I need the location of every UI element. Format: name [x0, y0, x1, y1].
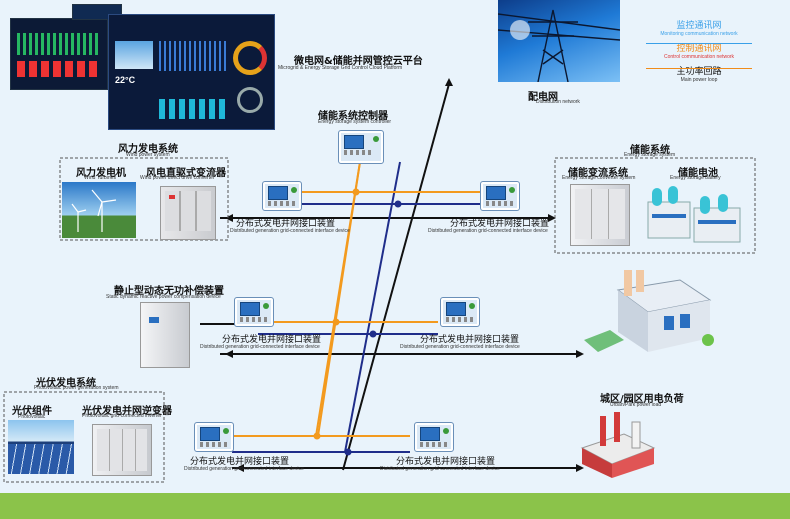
storage-battery-image: [644, 182, 744, 244]
svg-comp-title: 静止型动态无功补偿装置: [114, 286, 224, 297]
legend-control-line: [646, 68, 752, 69]
temperature-readout: 22°C: [115, 75, 136, 85]
pv-inverter-subtitle: Photovoltaic grid-connected inverter: [82, 413, 162, 419]
interface-device-wind: [262, 181, 302, 211]
distribution-tower-image: [498, 0, 620, 82]
interface-device-storage-label: 分布式发电并网接口装置: [450, 219, 550, 229]
storage-subtitle: Energy storage system: [624, 152, 676, 158]
interface-device-urban-sub: Distributed generation grid-connected in…: [380, 466, 500, 472]
distribution-subtitle: Distribution network: [536, 99, 580, 105]
interface-device-pv-label: 分布式发电并网接口装置: [190, 457, 290, 467]
urban-load-image: [574, 408, 658, 478]
pv-inverter-title: 光伏发电并网逆变器: [82, 406, 172, 417]
legend-power-sub: Main power loop: [680, 77, 718, 83]
wind-converter-title: 风电直驱式变流器: [146, 168, 226, 179]
storage-battery-title: 储能电池: [678, 168, 718, 179]
dashboard-screen-back: [10, 18, 108, 90]
wind-turbine-title: 风力发电机: [76, 168, 126, 179]
controller-device: [338, 130, 384, 164]
svg-comp-subtitle: Static dynamic reactive power compensati…: [106, 294, 221, 300]
interface-device-pv-sub: Distributed generation grid-connected in…: [184, 466, 304, 472]
wind-turbine-subtitle: Wind Turbines: [84, 175, 116, 181]
pv-module-subtitle: Photovoltaic: [18, 414, 46, 420]
dashboard-screen-main: 22°C: [108, 14, 275, 130]
platform-title: 微电网&储能并网管控云平台: [294, 56, 423, 67]
legend-monitoring-sub: Monitoring communication network: [660, 31, 738, 37]
wind-converter-image: [160, 186, 216, 240]
storage-converter-title: 储能变流系统: [568, 168, 628, 179]
pv-title: 光伏发电系统: [36, 378, 96, 389]
controller-title: 储能系统控制器: [318, 111, 388, 122]
park-load-image: [584, 270, 720, 360]
pv-module-title: 光伏组件: [12, 406, 52, 417]
interface-device-urban: [414, 422, 454, 452]
storage-title: 储能系统: [630, 145, 670, 156]
interface-device-wind-sub: Distributed generation grid-connected in…: [230, 228, 350, 234]
interface-device-storage: [480, 181, 520, 211]
legend: 监控通讯网 Monitoring communication network 控…: [640, 18, 758, 83]
wind-subtitle: Wind power system: [126, 152, 170, 158]
pv-panel-image: [8, 420, 74, 474]
pv-subtitle: Photovoltaic power generation system: [34, 385, 119, 391]
interface-device-svg: [234, 297, 274, 327]
pv-inverter-image: [92, 424, 152, 476]
legend-monitoring-line: [646, 43, 752, 44]
legend-control-sub: Control communication network: [663, 54, 735, 60]
distribution-title: 配电网: [528, 92, 558, 103]
interface-device-urban-label: 分布式发电并网接口装置: [396, 457, 496, 467]
wind-converter-subtitle: Wind power direct drive converter: [140, 175, 215, 181]
legend-power-label: 主功率回路: [676, 67, 722, 77]
load-subtitle: Urban/Park power load: [610, 402, 662, 408]
interface-device-storage-sub: Distributed generation grid-connected in…: [428, 228, 548, 234]
interface-device-park: [440, 297, 480, 327]
wind-title: 风力发电系统: [118, 144, 178, 155]
platform-subtitle: Microgrid & Energy Storage Grid Control …: [278, 65, 403, 71]
load-title: 城区/园区用电负荷: [600, 394, 684, 405]
controller-subtitle: Energy storage system controller: [318, 119, 392, 125]
wind-turbine-image: [62, 182, 136, 238]
interface-device-svg-label: 分布式发电并网接口装置: [222, 335, 322, 345]
interface-device-wind-label: 分布式发电并网接口装置: [236, 219, 336, 229]
interface-device-svg-sub: Distributed generation grid-connected in…: [200, 344, 320, 350]
footer-band: [0, 493, 790, 519]
storage-battery-subtitle: Energy storage battery: [670, 175, 721, 181]
storage-converter-image: [570, 184, 630, 246]
interface-device-pv: [194, 422, 234, 452]
interface-device-park-sub: Distributed generation grid-connected in…: [400, 344, 520, 350]
legend-monitoring-label: 监控通讯网: [676, 21, 722, 31]
legend-control-label: 控制通讯网: [676, 44, 722, 54]
svg-comp-cabinet-image: [140, 302, 190, 368]
storage-converter-subtitle: Energy storage converter system: [562, 175, 636, 181]
interface-device-park-label: 分布式发电并网接口装置: [420, 335, 520, 345]
